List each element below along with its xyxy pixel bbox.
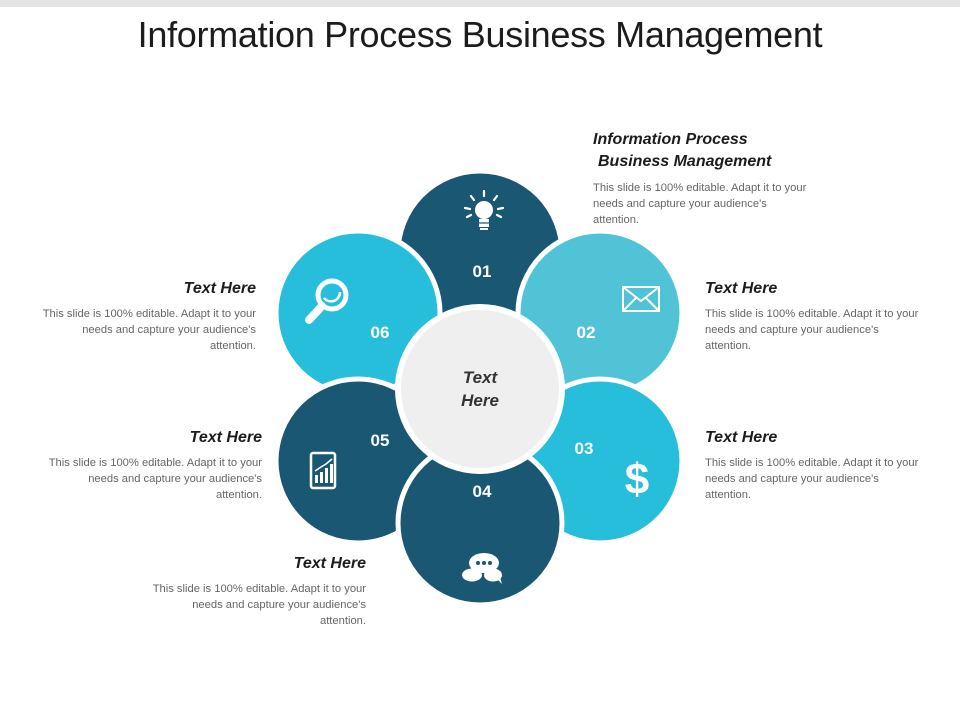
text-block-top-heading-line1: Information Process (593, 131, 748, 148)
text-block-right-upper-heading: Text Here (705, 280, 778, 297)
dollar-icon: $ (625, 455, 649, 504)
petal-number-01: 01 (473, 262, 492, 281)
top-border (0, 0, 960, 7)
center-label-line1: Text (463, 368, 499, 387)
text-block-right-upper: Text Here This slide is 100% editable. A… (705, 278, 920, 354)
center-circle (395, 304, 565, 474)
text-block-right-lower: Text Here This slide is 100% editable. A… (705, 427, 920, 503)
petal-number-03: 03 (575, 439, 594, 458)
text-block-left-upper-body: This slide is 100% editable. Adapt it to… (42, 308, 256, 352)
text-block-top-heading-line2: Business Management (598, 153, 772, 170)
text-block-top-body: This slide is 100% editable. Adapt it to… (593, 182, 807, 226)
text-block-top: Information Process Business Management … (593, 129, 808, 228)
slide-title: Information Process Business Management (137, 14, 823, 55)
envelope-icon (622, 286, 660, 312)
text-block-bottom-body: This slide is 100% editable. Adapt it to… (152, 583, 366, 627)
text-block-bottom: Text Here This slide is 100% editable. A… (151, 553, 366, 629)
chat-bubbles-icon (462, 553, 502, 584)
text-block-right-upper-body: This slide is 100% editable. Adapt it to… (705, 308, 919, 352)
text-block-right-lower-heading: Text Here (705, 429, 778, 446)
petal-number-06: 06 (371, 323, 390, 342)
text-block-left-upper-heading: Text Here (183, 280, 256, 297)
petal-number-05: 05 (371, 431, 390, 450)
text-block-left-lower-heading: Text Here (189, 429, 262, 446)
growth-chart-icon (309, 451, 337, 490)
lightbulb-icon (463, 189, 505, 230)
text-block-bottom-heading: Text Here (293, 555, 366, 572)
text-block-left-lower: Text Here This slide is 100% editable. A… (47, 427, 262, 503)
center-label-line2: Here (461, 391, 499, 410)
magnifier-icon (305, 278, 349, 324)
petal-number-02: 02 (577, 323, 596, 342)
petal-number-04: 04 (473, 482, 492, 501)
text-block-right-lower-body: This slide is 100% editable. Adapt it to… (705, 457, 919, 501)
text-block-top-heading: Information Process Business Management (593, 129, 808, 173)
text-block-left-upper: Text Here This slide is 100% editable. A… (41, 278, 256, 354)
text-block-left-lower-body: This slide is 100% editable. Adapt it to… (48, 457, 262, 501)
